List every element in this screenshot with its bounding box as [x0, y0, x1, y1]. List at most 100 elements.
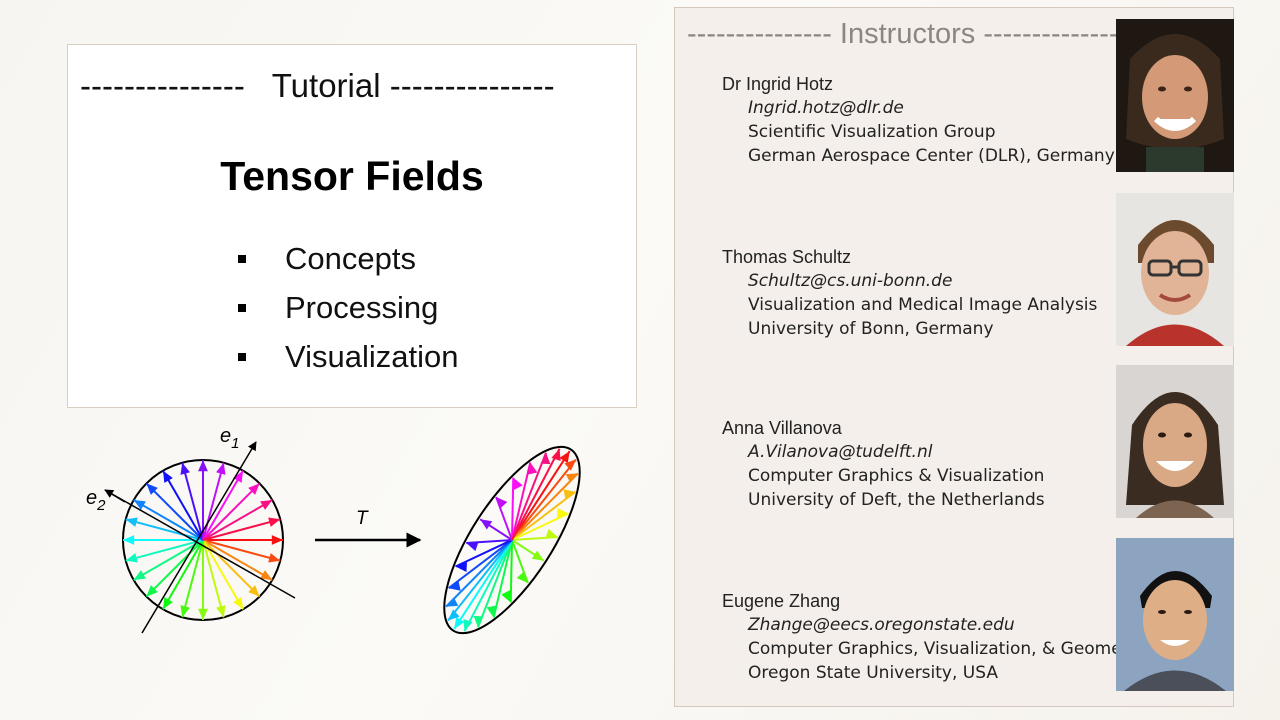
- vector-arrow: [511, 477, 515, 541]
- vector-arrow: [511, 448, 561, 541]
- vector-arrow: [133, 499, 204, 541]
- instructor-photo: [1116, 365, 1234, 518]
- vector-arrow: [453, 539, 513, 630]
- vector-arrowhead: [448, 581, 461, 591]
- vector-arrow: [511, 452, 547, 541]
- instructor-group: Computer Graphics, Visualization, & Geom…: [748, 639, 1146, 659]
- e2-axis: [104, 489, 296, 599]
- instructor-name: Dr Ingrid Hotz: [722, 74, 834, 94]
- vector-arrowhead: [551, 448, 561, 461]
- vector-arrowhead: [163, 597, 173, 610]
- instructor-group: Scientific Visualization Group: [748, 122, 996, 142]
- vector-arrowhead: [260, 500, 273, 510]
- instructor-photo: [1116, 193, 1234, 346]
- instructor-affiliation: Oregon State University, USA: [748, 663, 998, 683]
- instructor-card: Eugene Zhang Zhange@eecs.oregonstate.edu…: [722, 589, 1145, 685]
- vector-arrowhead: [496, 497, 508, 509]
- e2-label: e2: [86, 487, 106, 514]
- instructor-name: Anna Villanova: [722, 418, 842, 438]
- e1-axis: [141, 441, 257, 634]
- vector-arrowhead: [545, 528, 558, 539]
- tensor-transform-figure: e1 e2 T: [80, 420, 600, 650]
- vector-arrow: [202, 539, 261, 598]
- vector-arrow: [202, 482, 261, 541]
- vector-arrowhead: [125, 553, 138, 563]
- tutorial-title: Tensor Fields: [220, 153, 484, 199]
- instructors-heading: --------------- Instructors ------------…: [687, 18, 1129, 50]
- instructor-photo: [1116, 538, 1234, 691]
- vector-arrowhead: [527, 462, 538, 475]
- vector-arrowhead: [146, 585, 158, 597]
- vector-arrowhead: [180, 462, 190, 475]
- instructor-email[interactable]: Schultz@cs.uni-bonn.de: [748, 271, 953, 291]
- vector-arrow: [125, 539, 204, 562]
- instructor-group: Computer Graphics & Visualization: [748, 466, 1045, 486]
- vector-arrowhead: [466, 541, 479, 552]
- vector-arrowhead: [446, 597, 459, 607]
- vector-arrow: [477, 539, 513, 628]
- vector-arrowhead: [133, 570, 146, 580]
- bullet-icon: [238, 353, 246, 361]
- tensor-figure-svg: e1 e2 T: [86, 425, 581, 635]
- instructor-email[interactable]: Ingrid.hotz@dlr.de: [748, 98, 904, 118]
- vector-arrowhead: [260, 570, 273, 580]
- vector-arrowhead: [516, 571, 528, 583]
- e1-label: e1: [220, 425, 239, 452]
- vector-arrow: [463, 539, 513, 632]
- vector-arrowhead: [463, 619, 473, 632]
- vector-arrowhead: [540, 452, 551, 465]
- transform-label: T: [356, 508, 369, 529]
- vector-arrowhead: [216, 605, 226, 618]
- vector-arrowhead: [268, 517, 281, 527]
- vector-arrowhead: [133, 500, 146, 510]
- vector-arrowhead: [447, 609, 460, 621]
- instructor-name: Thomas Schultz: [722, 247, 852, 267]
- vector-arrow: [162, 539, 204, 610]
- bullet-icon: [238, 255, 246, 263]
- vector-arrow: [181, 539, 204, 618]
- vector-arrowhead: [455, 562, 467, 573]
- vector-arrow: [509, 539, 513, 603]
- vector-arrow: [125, 518, 204, 541]
- vector-arrow: [511, 490, 576, 541]
- vector-arrow: [202, 539, 225, 618]
- instructor-email[interactable]: Zhange@eecs.oregonstate.edu: [748, 615, 1015, 635]
- instructor-affiliation: German Aerospace Center (DLR), Germany: [748, 146, 1115, 166]
- vector-arrow: [202, 499, 273, 541]
- vector-arrow: [447, 539, 513, 622]
- ellipse-vector-fan: [445, 448, 579, 632]
- vector-arrowhead: [125, 517, 138, 527]
- vector-arrow: [455, 539, 513, 568]
- vector-arrowhead: [501, 590, 511, 603]
- instructor-card: Dr Ingrid Hotz Ingrid.hotz@dlr.de Scient…: [722, 72, 1115, 168]
- vector-arrow: [511, 462, 532, 541]
- circle-vector-fan: [123, 460, 283, 620]
- vector-arrowhead: [233, 470, 243, 483]
- vector-arrow: [511, 512, 569, 541]
- vector-arrowhead: [557, 507, 569, 518]
- vector-arrow: [202, 539, 244, 610]
- instructor-affiliation: University of Bonn, Germany: [748, 319, 994, 339]
- vector-arrow: [445, 539, 513, 608]
- vector-arrowhead: [248, 585, 260, 597]
- vector-arrowhead: [271, 535, 283, 545]
- vector-arrowhead: [486, 605, 497, 618]
- vector-arrowhead: [146, 483, 158, 495]
- tutorial-heading: --------------- Tutorial ---------------: [80, 67, 555, 104]
- instructor-name: Eugene Zhang: [722, 591, 841, 611]
- vector-arrow: [202, 518, 281, 541]
- instructor-affiliation: University of Deft, the Netherlands: [748, 490, 1045, 510]
- vector-arrow: [511, 472, 579, 541]
- vector-arrowhead: [216, 462, 226, 475]
- vector-arrow: [448, 539, 513, 590]
- e2-axis-tail: [104, 489, 126, 503]
- vector-arrow: [202, 539, 281, 562]
- instructor-group: Visualization and Medical Image Analysis: [748, 295, 1098, 315]
- vector-arrow: [133, 539, 204, 581]
- instructor-email[interactable]: A.Vilanova@tudelft.nl: [748, 442, 933, 462]
- vector-arrowhead: [233, 597, 243, 610]
- vector-arrowhead: [163, 470, 173, 483]
- vector-arrowhead: [531, 550, 544, 561]
- instructor-card: Thomas Schultz Schultz@cs.uni-bonn.de Vi…: [722, 245, 1097, 341]
- vector-arrow: [145, 482, 204, 541]
